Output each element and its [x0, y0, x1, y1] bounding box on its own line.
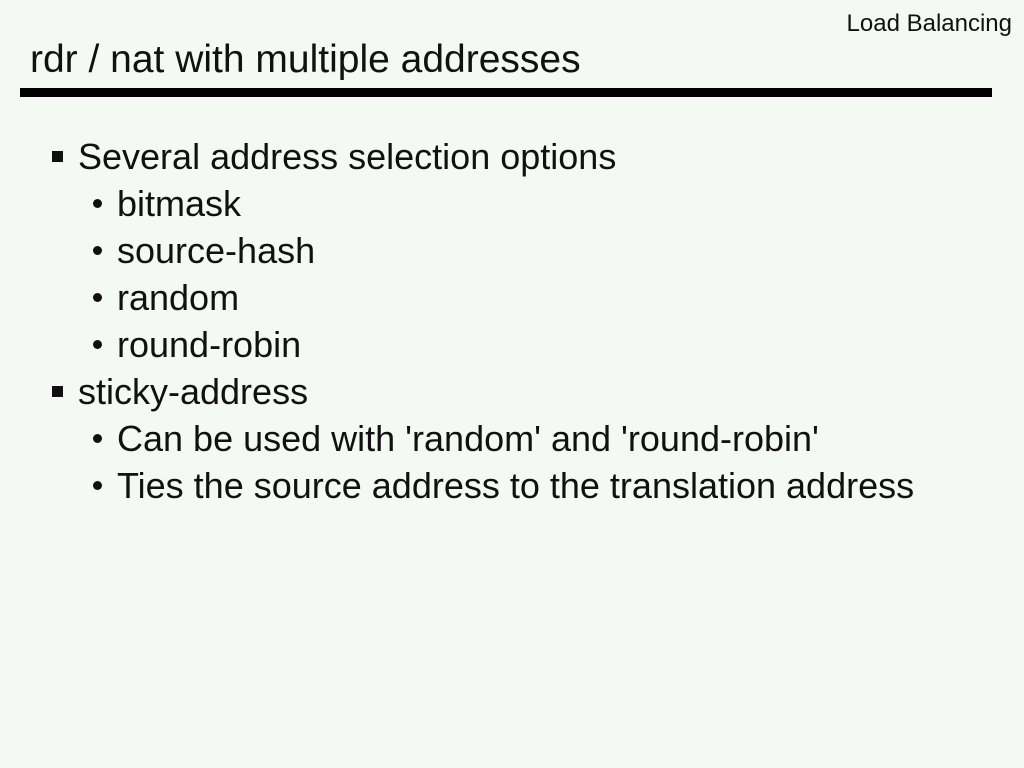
bullet-item: bitmask — [0, 180, 1024, 227]
bullet-text: random — [117, 277, 240, 318]
bullet-text: sticky-address — [78, 371, 309, 412]
slide-corner-label: Load Balancing — [846, 10, 1012, 37]
bullet-item: Can be used with 'random' and 'round-rob… — [0, 415, 1024, 462]
bullet-item: source-hash — [0, 227, 1024, 274]
bullet-item: Ties the source address to the translati… — [0, 462, 1024, 509]
round-bullet-icon — [93, 340, 102, 349]
round-bullet-icon — [93, 199, 102, 208]
square-bullet-icon — [52, 386, 63, 397]
round-bullet-icon — [93, 246, 102, 255]
bullet-text: round-robin — [117, 324, 302, 365]
title-rule — [20, 88, 992, 97]
bullet-item: random — [0, 274, 1024, 321]
bullet-text: bitmask — [117, 183, 242, 224]
round-bullet-icon — [93, 434, 102, 443]
bullet-item: sticky-address — [0, 368, 1024, 415]
bullet-text: Ties the source address to the translati… — [117, 465, 915, 506]
bullet-list: Several address selection options bitmas… — [0, 133, 1024, 509]
bullet-item: round-robin — [0, 321, 1024, 368]
square-bullet-icon — [52, 151, 63, 162]
round-bullet-icon — [93, 293, 102, 302]
bullet-text: Can be used with 'random' and 'round-rob… — [117, 418, 819, 459]
bullet-text: source-hash — [117, 230, 316, 271]
bullet-item: Several address selection options — [0, 133, 1024, 180]
round-bullet-icon — [93, 481, 102, 490]
bullet-text: Several address selection options — [78, 136, 617, 177]
slide-title: rdr / nat with multiple addresses — [30, 38, 581, 81]
